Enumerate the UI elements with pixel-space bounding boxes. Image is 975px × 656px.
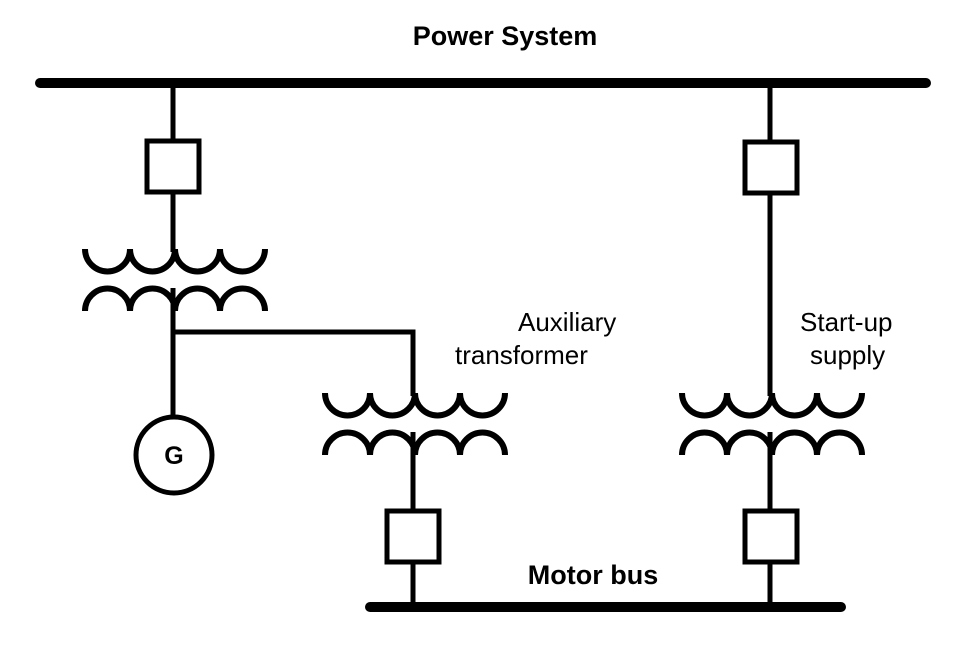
startup-hv-breaker[interactable] xyxy=(742,139,800,196)
auxiliary-transformer-label-line1: Auxiliary xyxy=(518,307,616,337)
auxiliary-transformer-label-line2: transformer xyxy=(455,340,588,370)
motor-bus-label: Motor bus xyxy=(528,560,658,590)
power-system-label: Power System xyxy=(413,21,598,51)
auxiliary-lv-breaker[interactable] xyxy=(384,508,442,565)
gsu-transformer-secondary-winding xyxy=(82,285,268,312)
startup-supply-label-line2: supply xyxy=(810,340,885,370)
generator-step-up-breaker[interactable] xyxy=(144,138,202,195)
gsu-transformer-primary-winding xyxy=(82,248,268,275)
generator[interactable] xyxy=(133,414,215,496)
startup-transformer-primary-winding xyxy=(679,392,865,419)
startup-supply-label-line1: Start-up xyxy=(800,307,893,337)
startup-lv-breaker[interactable] xyxy=(742,508,800,565)
auxiliary-transformer-primary-winding xyxy=(322,392,508,419)
generator-label: G xyxy=(164,442,183,470)
auxiliary-tap-line xyxy=(173,329,416,396)
